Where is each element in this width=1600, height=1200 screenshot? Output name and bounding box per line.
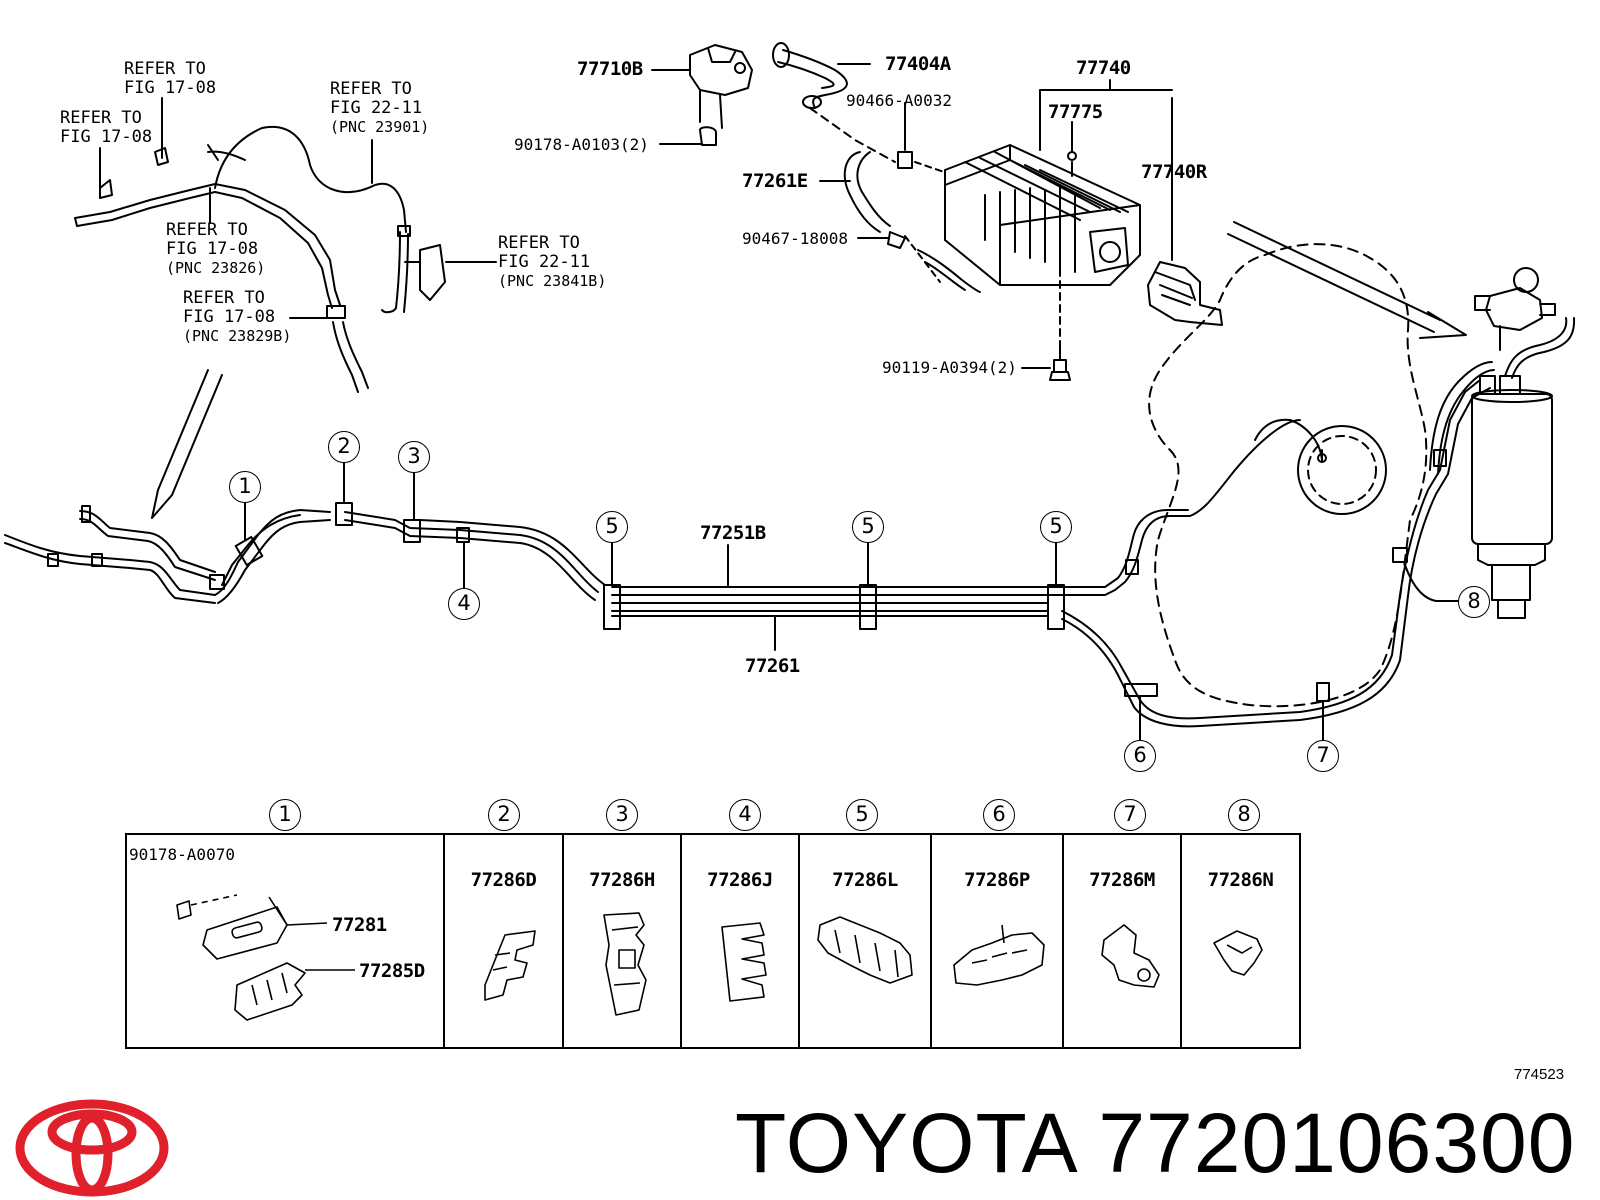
ref-line: REFER TO xyxy=(498,233,580,253)
part-label: 77281 xyxy=(332,914,387,936)
callout-circle: 4 xyxy=(448,588,480,620)
ref-line: REFER TO xyxy=(183,288,265,308)
part-label: 90178-A0070 xyxy=(129,845,235,864)
clamp-drawing xyxy=(603,912,647,1016)
clamp-drawing xyxy=(953,924,1045,986)
part-label: 77775 xyxy=(1048,101,1103,123)
part-label: 90178-A0103(2) xyxy=(514,135,649,154)
ref-pnc: (PNC 23841B) xyxy=(498,272,607,290)
callout-circle: 5 xyxy=(1040,511,1072,543)
table-column-number: 4 xyxy=(729,799,761,831)
callout-circle: 5 xyxy=(852,511,884,543)
ref-pnc: (PNC 23901) xyxy=(330,118,430,136)
refer-to-note: REFER TO FIG 22-11 (PNC 23901) xyxy=(330,80,429,137)
sender-gauge xyxy=(1297,425,1387,515)
ref-line: REFER TO xyxy=(60,108,142,128)
refer-to-note: REFER TO FIG 17-08 xyxy=(60,109,152,147)
part-label: 77251B xyxy=(700,522,766,544)
figure-number: 774523 xyxy=(1514,1066,1565,1083)
direction-arrow-right xyxy=(1227,221,1467,339)
part-label: 77286D xyxy=(470,869,537,891)
part-label: 90466-A0032 xyxy=(846,91,952,110)
clamp-table: 90178-A0070 77281 77285D 77286D 77286H xyxy=(125,833,1301,1049)
ref-line: FIG 17-08 xyxy=(166,239,259,259)
ref-line: REFER TO xyxy=(330,79,412,99)
part-label: 77261 xyxy=(745,655,800,677)
table-column-number: 5 xyxy=(846,799,878,831)
table-cell-7: 77286M xyxy=(1064,835,1182,1047)
ref-line: FIG 22-11 xyxy=(330,98,423,118)
fuel-pipe-assembly xyxy=(4,361,1495,728)
secondary-canister xyxy=(1471,267,1576,619)
ref-line: REFER TO xyxy=(166,220,248,240)
part-label: 77286H xyxy=(589,869,655,891)
vent-valve-group xyxy=(689,42,981,293)
brand-name: TOYOTA xyxy=(735,1096,1074,1190)
ref-line: FIG 17-08 xyxy=(124,78,217,98)
clamp-drawing xyxy=(1213,930,1263,976)
part-label: 77286L xyxy=(832,869,898,891)
leader-77740 xyxy=(1039,79,1173,151)
canister-bracket xyxy=(1147,97,1223,326)
table-cell-4: 77286J xyxy=(682,835,800,1047)
direction-arrow-left xyxy=(151,369,223,519)
callout-circle: 7 xyxy=(1307,740,1339,772)
clamp-drawing xyxy=(484,930,536,1001)
table-column-number: 2 xyxy=(488,799,520,831)
part-label: 77286P xyxy=(964,869,1030,891)
ref-line: FIG 22-11 xyxy=(498,252,591,272)
clamp-drawing xyxy=(817,916,913,984)
part-label: 77740 xyxy=(1076,57,1131,79)
fuel-tank-outline xyxy=(1148,243,1428,708)
part-label: 77740R xyxy=(1141,161,1207,183)
table-column-number: 8 xyxy=(1228,799,1260,831)
table-cell-8: 77286N xyxy=(1182,835,1299,1047)
table-cell-6: 77286P xyxy=(932,835,1064,1047)
refer-to-note: REFER TO FIG 17-08 xyxy=(124,60,216,98)
part-label: 77404A xyxy=(885,53,951,75)
part-label: 77710B xyxy=(577,58,643,80)
part-label: 77286M xyxy=(1089,869,1155,891)
table-column-number: 6 xyxy=(983,799,1015,831)
callout-circle: 5 xyxy=(596,511,628,543)
refer-to-note: REFER TO FIG 22-11 (PNC 23841B) xyxy=(498,234,606,291)
refer-to-note: REFER TO FIG 17-08 (PNC 23826) xyxy=(166,221,265,278)
clamp-drawing xyxy=(721,922,767,1002)
callout-leader-8 xyxy=(1403,561,1459,602)
callout-circle: 1 xyxy=(229,471,261,503)
table-cell-5: 77286L xyxy=(800,835,932,1047)
callout-circle: 2 xyxy=(328,431,360,463)
refer-to-note: REFER TO FIG 17-08 (PNC 23829B) xyxy=(183,289,291,346)
ref-line: FIG 17-08 xyxy=(183,307,276,327)
table-column-number: 1 xyxy=(269,799,301,831)
table-cell-3: 77286H xyxy=(564,835,682,1047)
clamp-bracket-drawing xyxy=(176,894,355,1021)
callout-circle: 6 xyxy=(1124,740,1156,772)
callout-circle: 8 xyxy=(1458,586,1490,618)
table-cell-1: 90178-A0070 77281 77285D xyxy=(127,835,445,1047)
part-label: 77261E xyxy=(742,170,808,192)
part-label: 90119-A0394(2) xyxy=(882,358,1017,377)
callout-circle: 3 xyxy=(398,441,430,473)
ref-pnc: (PNC 23826) xyxy=(166,259,266,277)
part-label: 77286J xyxy=(707,869,773,891)
brand-and-part-number: TOYOTA 7720106300 xyxy=(735,1098,1575,1188)
ref-line: REFER TO xyxy=(124,59,206,79)
clamp-drawing xyxy=(1101,924,1160,988)
part-label: 90467-18008 xyxy=(742,229,848,248)
charcoal-canister xyxy=(944,144,1141,381)
part-label: 77285D xyxy=(359,960,425,982)
ref-line: FIG 17-08 xyxy=(60,127,153,147)
table-column-number: 7 xyxy=(1114,799,1146,831)
part-number: 7720106300 xyxy=(1098,1096,1576,1190)
table-column-number: 3 xyxy=(606,799,638,831)
part-label: 77286N xyxy=(1207,869,1274,891)
ref-pnc: (PNC 23829B) xyxy=(183,327,292,345)
toyota-logo-icon xyxy=(15,1099,169,1197)
table-cell-2: 77286D xyxy=(445,835,564,1047)
